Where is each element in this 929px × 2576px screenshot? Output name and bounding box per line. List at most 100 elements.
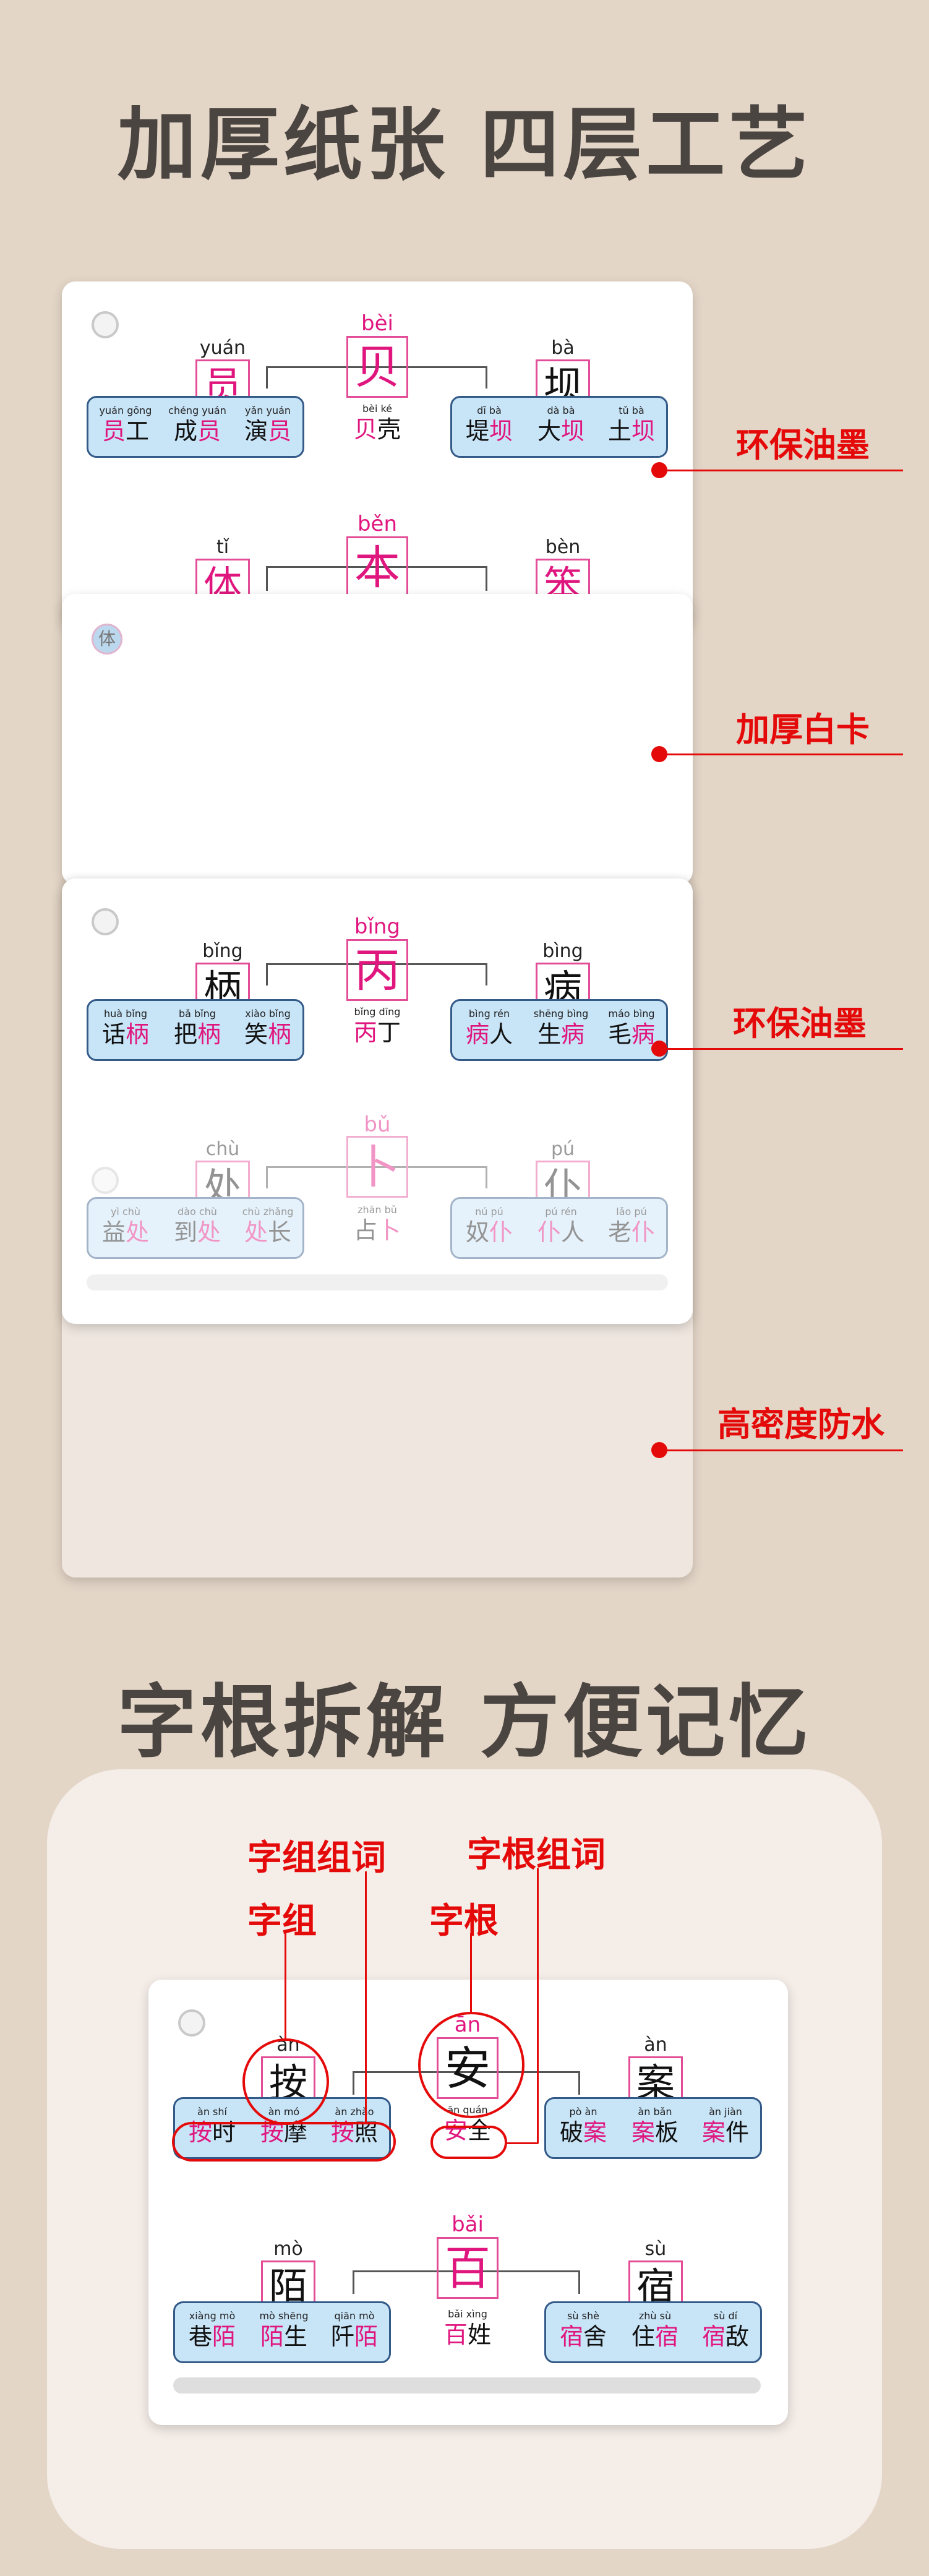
connector-line [266,366,268,389]
center-pinyin: bǐng [354,914,401,939]
left-pinyin: mò [273,2238,303,2260]
ring-hole [92,1167,119,1194]
connector-line [353,2071,354,2095]
right-character: 仆 [536,1161,590,1213]
annotation-line [659,1449,903,1451]
connector-line [353,2270,578,2272]
connector-line [578,2071,580,2095]
connector-line [266,366,486,368]
leader-line-zigen-zuci-link [507,2142,538,2144]
connector-line [486,366,487,389]
connector-line [266,963,268,985]
highlight-zizu-circle [242,2038,329,2125]
right-pinyin: àn [644,2034,667,2056]
connector-line [266,1166,486,1168]
highlight-zigen-words [430,2126,507,2159]
connector-line [486,1166,487,1188]
center-pinyin: běn [357,512,398,536]
label-zizu: 字组 [247,1901,317,1941]
ring-hole [92,908,119,935]
label-zizu-zuci: 字组组词 [247,1838,386,1878]
right-pinyin: bèn [545,536,581,558]
annotation-thick-card: 加厚白卡 [736,710,870,749]
center-character: 丙 [346,939,408,1001]
annotation-waterproof: 高密度防水 [717,1405,884,1444]
center-pinyin: bèi [361,311,393,336]
ring-hole: 体 [92,624,122,655]
right-pinyin: bìng [542,940,583,962]
label-zigen-zuci: 字根组词 [467,1835,606,1875]
right-pinyin: sù [644,2238,667,2260]
right-pinyin: pú [550,1138,575,1160]
annotation-line [659,1048,903,1050]
decorative-bar [173,2377,761,2394]
center-character: 贝 [346,336,408,398]
headline-radical-breakdown: 字根拆解 方便记忆 [117,1677,812,1769]
left-pinyin: chù [205,1138,240,1160]
headline-thick-paper: 加厚纸张 四层工艺 [117,99,812,191]
center-pinyin: bǔ [364,1112,391,1137]
leader-line-zigen-zuci [537,1868,539,2144]
left-character: 处 [195,1161,250,1213]
connector-line [266,963,486,965]
center-pinyin: bǎi [452,2212,484,2237]
connector-line [486,566,487,591]
decorative-bar [87,1274,668,1290]
connector-line [266,1166,268,1188]
center-character: 卜 [346,1136,408,1198]
connector-line [486,963,487,985]
left-pinyin: tǐ [216,536,229,558]
center-character: 本 [346,536,408,598]
highlight-zizu-words [172,2122,396,2162]
annotation-eco-ink-2: 环保油墨 [733,1004,867,1043]
connector-line [353,2270,354,2294]
leader-line-zizu [285,1933,286,2038]
ring-hole [92,311,119,338]
highlight-zigen-circle [418,2012,524,2118]
ring-hole [178,2009,205,2037]
leader-line-zizu-zuci [365,1871,367,2122]
label-zigen: 字根 [429,1901,499,1941]
center-character: 百 [437,2237,499,2299]
left-pinyin: bǐng [202,940,243,962]
leader-line-zigen [470,1933,472,2012]
annotation-line [659,753,903,755]
connector-line [578,2270,580,2294]
annotation-line [659,470,903,471]
